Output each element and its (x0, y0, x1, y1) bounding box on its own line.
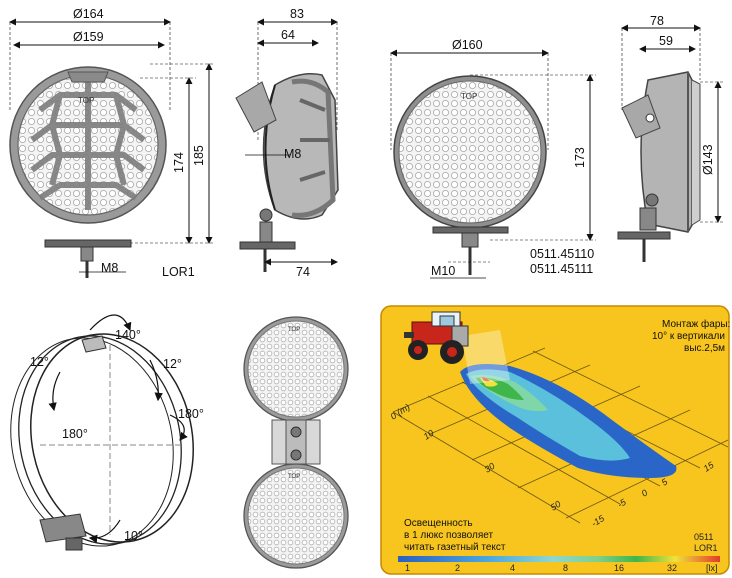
x-tick-10: 10 (422, 428, 436, 442)
model-code-0511: 0511 (694, 532, 713, 542)
top-label-lower: TOP (288, 474, 300, 480)
bolt-size-m10: M10 (431, 264, 455, 278)
scale-unit-lx: [lx] (706, 563, 718, 573)
mount-text-line-1: Монтаж фары: (662, 318, 730, 330)
front-view-lor1: Ø164 Ø159 174 185 TOP M8 LOR (9, 7, 215, 279)
pair-view: TOP TOP (243, 316, 349, 569)
model-code-lor1: LOR1 (694, 543, 718, 553)
beam-diagram-panel: Монтаж фары: 10° к вертикали выс.2,5м 0 … (380, 305, 730, 575)
part-number-1: 0511.45110 (530, 247, 594, 261)
x-tick-50: 50 (549, 499, 563, 513)
illuminance-scale-bar (398, 556, 720, 562)
angle-12-right: 12° (163, 357, 182, 371)
model-lor1: LOR1 (162, 265, 195, 279)
dim-depth-total-0511: 78 (650, 14, 664, 28)
dim-diameter-0511-side: Ø143 (701, 144, 715, 175)
mount-text-line-3: выс.2,5м (684, 343, 725, 354)
dim-height-0511: 173 (573, 147, 587, 168)
angle-10: 10° (124, 529, 143, 543)
tractor-illustration (404, 311, 469, 364)
scale-8: 8 (563, 563, 568, 573)
dim-outer-diameter: Ø164 (73, 7, 104, 21)
scale-4: 4 (510, 563, 515, 573)
scale-32: 32 (667, 563, 677, 573)
legend-text-line-3: читать газетный текст (404, 542, 506, 553)
bolt-size-m8: M8 (101, 261, 118, 275)
dim-mount-offset: 74 (296, 265, 310, 279)
rotation-view: 140° 12° 12° 180° 180° 10° (10, 314, 204, 551)
legend-text-line-1: Освещенность (404, 518, 473, 529)
dim-depth-body: 64 (281, 28, 295, 42)
angle-180-side: 180° (178, 407, 204, 421)
top-label: TOP (78, 96, 94, 105)
scale-16: 16 (614, 563, 624, 573)
front-view-0511: Ø160 173 TOP M10 0511.45110 0511.45111 (390, 38, 596, 279)
angle-12-left: 12° (30, 355, 49, 369)
angle-180-center: 180° (62, 427, 88, 441)
angle-140: 140° (115, 328, 141, 342)
top-label-0511: TOP (461, 92, 477, 101)
scale-2: 2 (455, 563, 460, 573)
scale-1: 1 (405, 563, 410, 573)
side-view-lor1: 83 64 M8 74 (235, 7, 339, 279)
mount-text-line-2: 10° к вертикали (652, 331, 725, 342)
part-number-2: 0511.45111 (530, 262, 593, 276)
dim-inner-diameter: Ø159 (73, 30, 104, 44)
dim-diameter-0511: Ø160 (452, 38, 483, 52)
legend-text-line-2: в 1 люкс позволяет (404, 530, 494, 541)
top-label-upper: TOP (288, 327, 300, 333)
dim-depth-body-0511: 59 (659, 34, 673, 48)
bolt-size-m8-side: M8 (284, 147, 301, 161)
y-tick-0: 0 (640, 488, 650, 499)
dim-depth-total: 83 (290, 7, 304, 21)
dim-height-inner: 174 (172, 152, 186, 173)
x-tick-30: 30 (483, 461, 497, 475)
side-view-0511: 78 59 Ø143 (617, 14, 724, 262)
y-tick-5: 5 (660, 476, 670, 488)
dim-height-total: 185 (192, 145, 206, 166)
